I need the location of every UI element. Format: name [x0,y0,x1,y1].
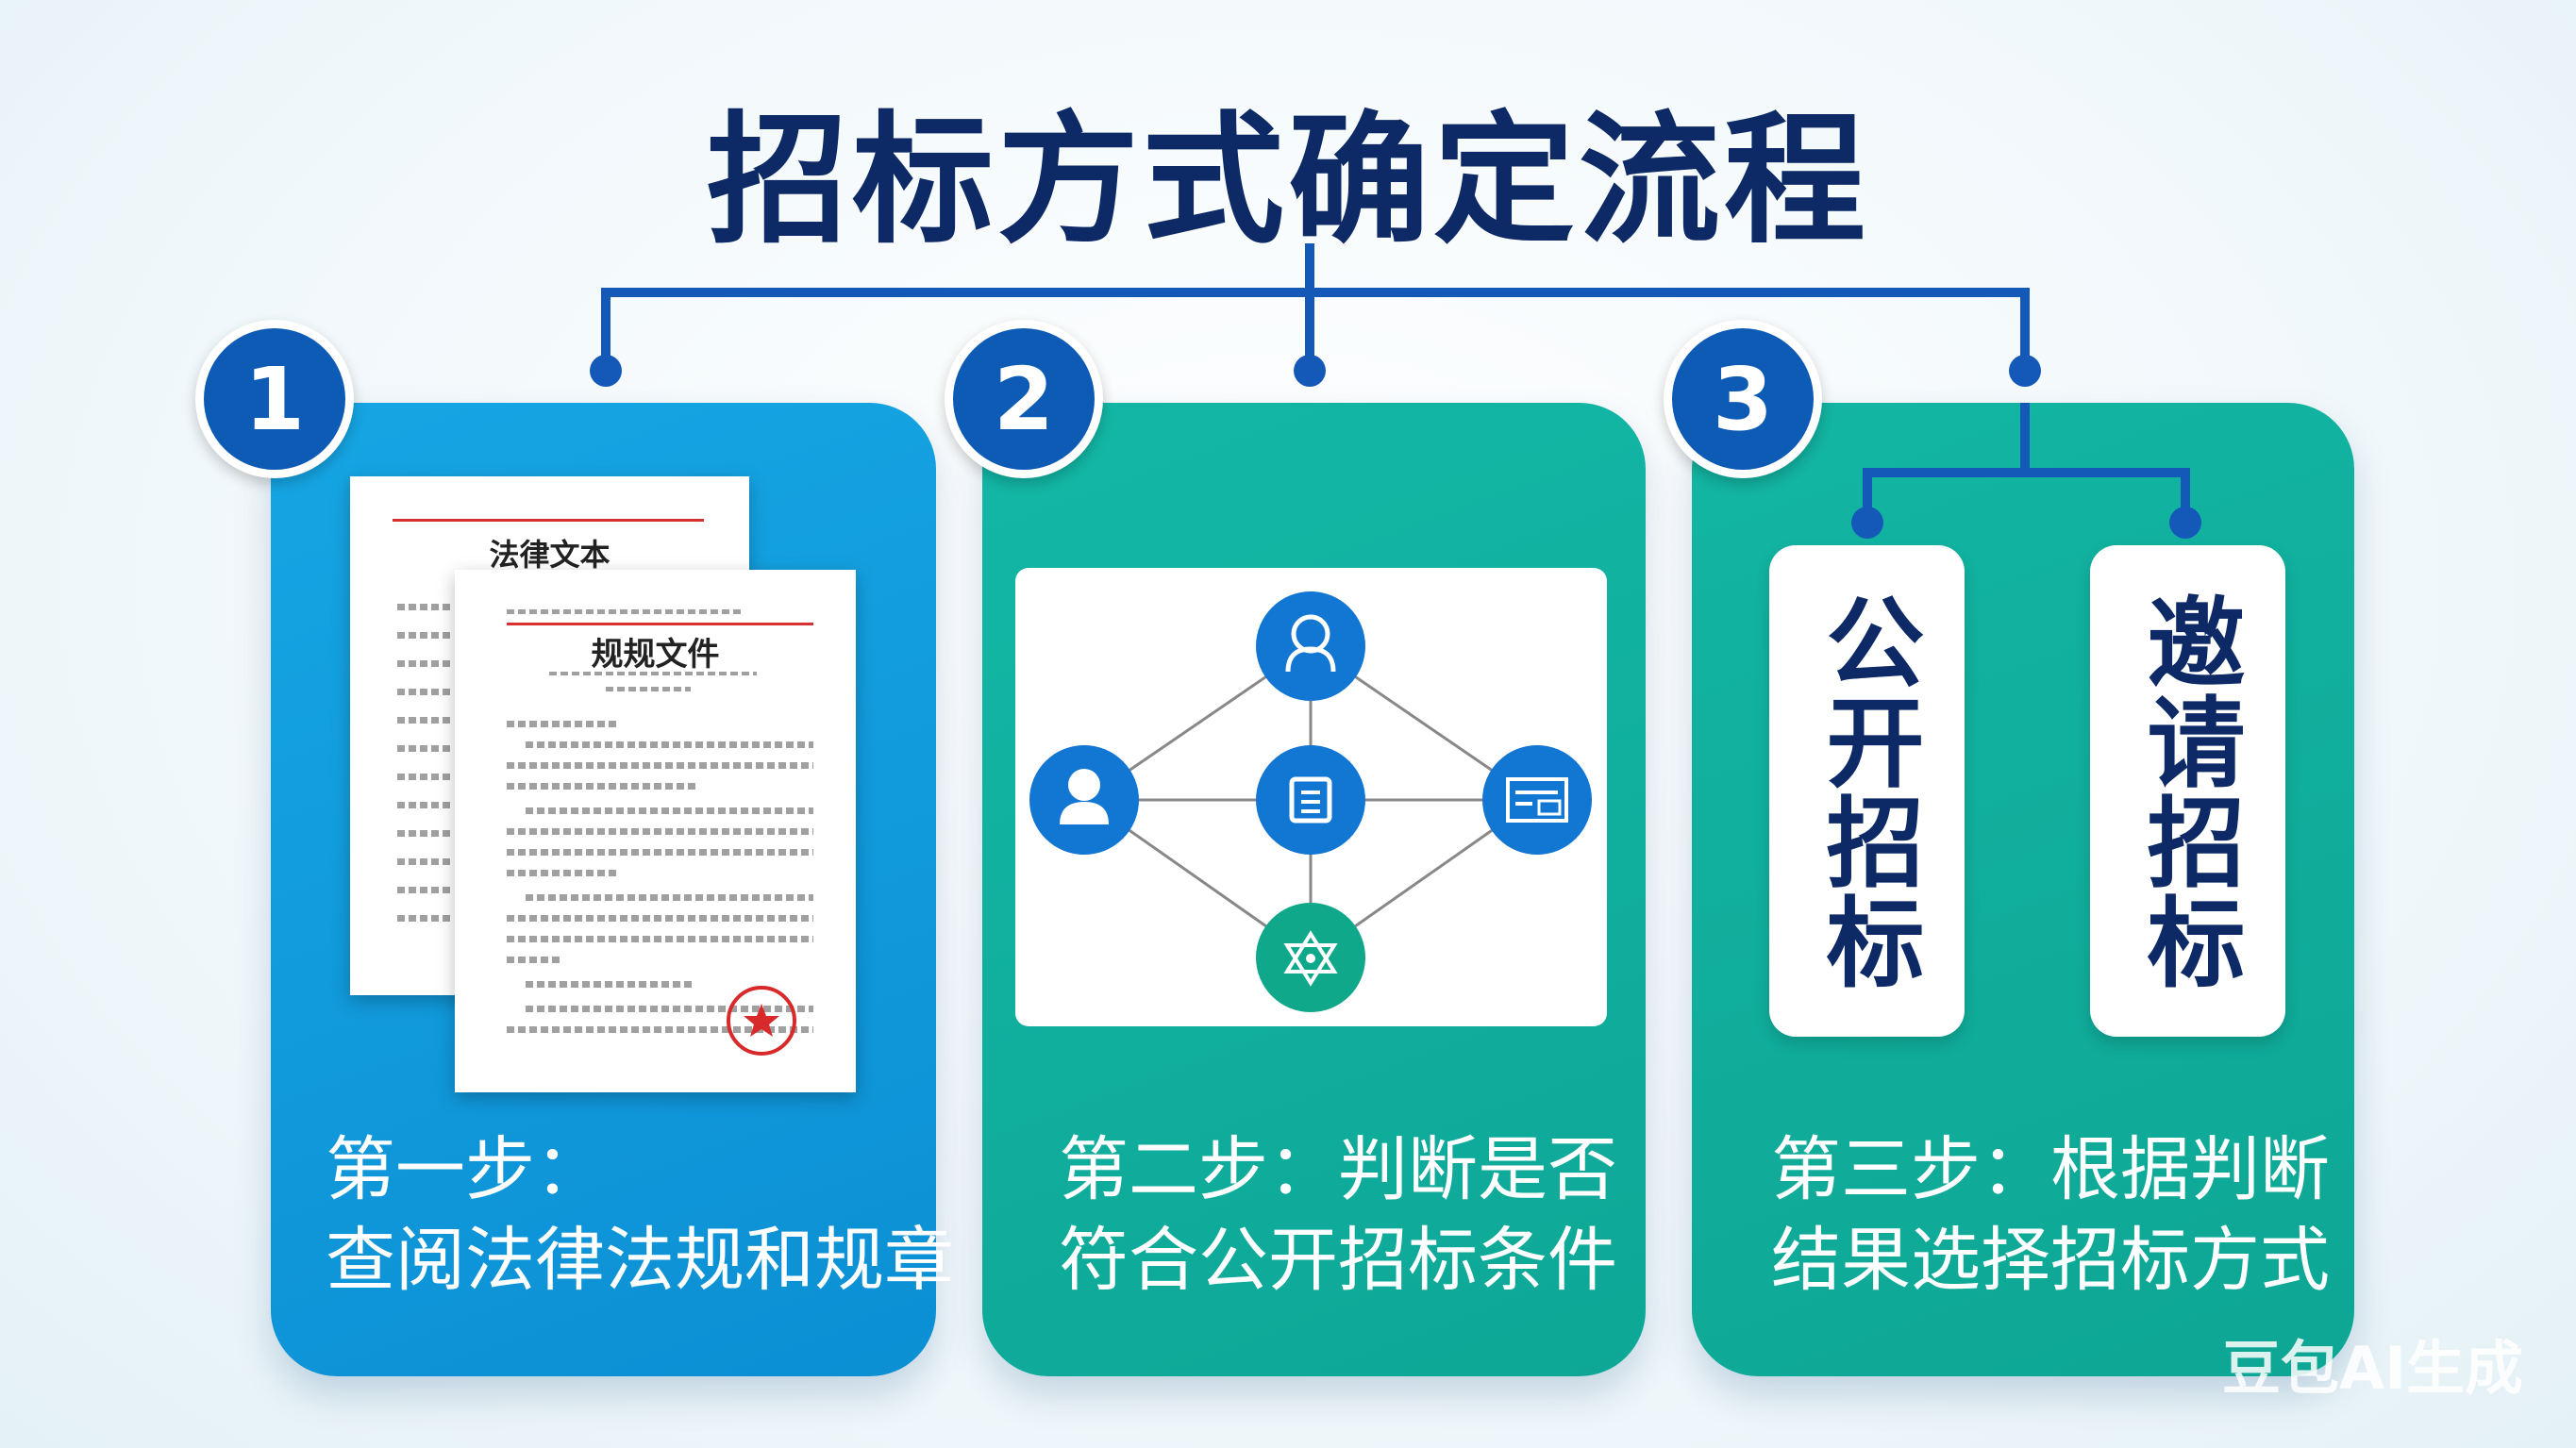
step-1-line-2: 查阅法律法规和规章 [326,1220,954,1301]
option-invited-tender: 邀请招标 [2090,545,2285,1037]
red-seal-stamp-icon [727,986,796,1056]
option-open-tender-label: 公开招标 [1809,591,1924,991]
step-2-text: 第二步：判断是否 符合公开招标条件 [1059,1124,1617,1306]
back-document-title: 法律文本 [489,537,611,573]
document-center-icon [1256,745,1365,855]
network-diagram [1015,568,1607,1026]
front-document-title: 规规文件 [591,636,720,674]
step-2-line-1: 第二步：判断是否 [1059,1129,1617,1210]
watermark: 豆包AI生成 [2222,1334,2524,1403]
dashboard-icon [1482,745,1592,855]
user-solid-icon [1029,745,1139,855]
step-3-line-2: 结果选择招标方式 [1771,1220,2330,1301]
option-open-tender: 公开招标 [1769,545,1965,1037]
option-invited-tender-label: 邀请招标 [2130,591,2245,991]
settings-gear-icon [1256,903,1365,1012]
step-2-line-2: 符合公开招标条件 [1059,1220,1617,1301]
user-outline-icon [1256,591,1365,701]
step-2-badge: 2 [945,320,1103,478]
step-3-badge: 3 [1664,320,1822,478]
page-title: 招标方式确定流程 [706,99,1869,263]
step-3-line-1: 第三步：根据判断 [1771,1129,2330,1210]
step-1-badge: 1 [195,320,354,478]
step-1-line-1: 第一步： [326,1129,605,1210]
step-1-text: 第一步： 查阅法律法规和规章 [326,1124,954,1306]
step-3-text: 第三步：根据判断 结果选择招标方式 [1771,1124,2330,1306]
